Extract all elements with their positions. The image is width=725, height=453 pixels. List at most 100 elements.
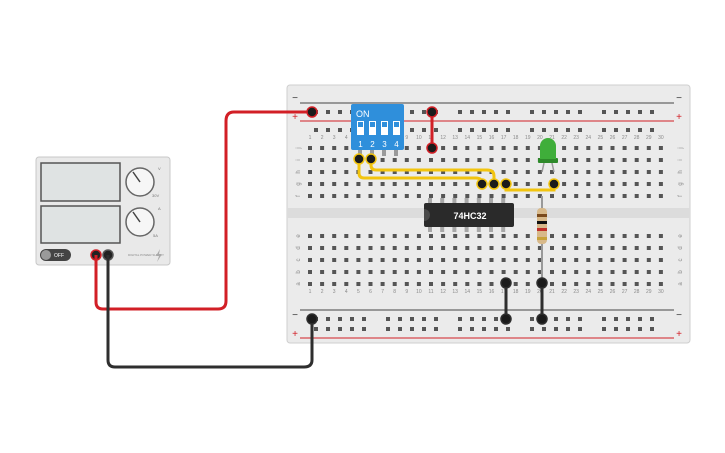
breadboard-hole[interactable] — [320, 158, 325, 162]
breadboard-hole[interactable] — [513, 246, 518, 250]
breadboard-hole[interactable] — [465, 258, 470, 262]
breadboard-hole[interactable] — [416, 270, 421, 274]
rail-hole[interactable] — [434, 327, 438, 331]
breadboard-hole[interactable] — [574, 182, 579, 186]
breadboard-hole[interactable] — [658, 194, 663, 198]
wire-end[interactable] — [476, 178, 488, 190]
breadboard-hole[interactable] — [332, 246, 337, 250]
breadboard-hole[interactable] — [453, 170, 458, 174]
breadboard-hole[interactable] — [344, 246, 349, 250]
breadboard-hole[interactable] — [320, 170, 325, 174]
breadboard-hole[interactable] — [356, 234, 361, 238]
breadboard-hole[interactable] — [634, 158, 639, 162]
breadboard-hole[interactable] — [332, 194, 337, 198]
breadboard-hole[interactable] — [404, 282, 409, 286]
rail-hole[interactable] — [482, 128, 486, 132]
power-supply[interactable]: V 30V A 5A OFF DIGITAL POWER SUPPLY — [35, 156, 171, 266]
breadboard-hole[interactable] — [416, 258, 421, 262]
wire-end[interactable] — [548, 178, 560, 190]
rail-hole[interactable] — [494, 317, 498, 321]
breadboard-hole[interactable] — [392, 258, 397, 262]
breadboard-hole[interactable] — [513, 158, 518, 162]
breadboard-hole[interactable] — [646, 194, 651, 198]
breadboard-hole[interactable] — [416, 170, 421, 174]
breadboard-hole[interactable] — [344, 170, 349, 174]
breadboard-hole[interactable] — [332, 170, 337, 174]
breadboard-hole[interactable] — [550, 170, 554, 174]
breadboard-hole[interactable] — [586, 146, 591, 150]
wire-end[interactable] — [536, 277, 548, 289]
breadboard-hole[interactable] — [574, 258, 579, 262]
rail-hole[interactable] — [542, 128, 546, 132]
breadboard-hole[interactable] — [416, 182, 421, 186]
breadboard-hole[interactable] — [622, 146, 627, 150]
breadboard-hole[interactable] — [550, 282, 554, 286]
breadboard-hole[interactable] — [489, 146, 494, 150]
wire-end[interactable] — [500, 178, 512, 190]
breadboard-hole[interactable] — [574, 246, 579, 250]
breadboard-hole[interactable] — [501, 170, 506, 174]
breadboard-hole[interactable] — [550, 258, 554, 262]
breadboard-hole[interactable] — [525, 158, 530, 162]
led-green[interactable] — [538, 138, 558, 173]
wire-red-supply-positive[interactable] — [94, 110, 312, 311]
breadboard-hole[interactable] — [453, 282, 458, 286]
resistor[interactable] — [537, 196, 547, 283]
breadboard-hole[interactable] — [392, 282, 397, 286]
breadboard-hole[interactable] — [513, 194, 518, 198]
breadboard-hole[interactable] — [658, 282, 663, 286]
breadboard-hole[interactable] — [513, 182, 518, 186]
breadboard-hole[interactable] — [477, 170, 482, 174]
breadboard-hole[interactable] — [344, 146, 349, 150]
breadboard-hole[interactable] — [513, 146, 518, 150]
breadboard-hole[interactable] — [441, 158, 446, 162]
breadboard-hole[interactable] — [368, 270, 373, 274]
breadboard-hole[interactable] — [453, 182, 458, 186]
breadboard-hole[interactable] — [537, 170, 542, 174]
rail-hole[interactable] — [602, 327, 606, 331]
breadboard-hole[interactable] — [429, 234, 433, 238]
breadboard-hole[interactable] — [308, 194, 312, 198]
breadboard-hole[interactable] — [610, 146, 615, 150]
rail-hole[interactable] — [494, 128, 498, 132]
breadboard-hole[interactable] — [380, 182, 385, 186]
breadboard-hole[interactable] — [429, 170, 433, 174]
breadboard-hole[interactable] — [489, 270, 494, 274]
breadboard-hole[interactable] — [356, 194, 361, 198]
breadboard-hole[interactable] — [598, 282, 603, 286]
rail-hole[interactable] — [398, 327, 402, 331]
breadboard-hole[interactable] — [622, 246, 627, 250]
breadboard-hole[interactable] — [489, 234, 494, 238]
breadboard-hole[interactable] — [634, 246, 639, 250]
rail-hole[interactable] — [458, 327, 462, 331]
breadboard-hole[interactable] — [562, 258, 567, 262]
rail-hole[interactable] — [638, 110, 642, 114]
breadboard-hole[interactable] — [598, 158, 603, 162]
rail-hole[interactable] — [542, 327, 546, 331]
rail-hole[interactable] — [614, 317, 618, 321]
rail-hole[interactable] — [338, 128, 342, 132]
breadboard-hole[interactable] — [489, 258, 494, 262]
rail-hole[interactable] — [554, 327, 558, 331]
wire-end[interactable] — [500, 277, 512, 289]
breadboard-hole[interactable] — [610, 182, 615, 186]
breadboard-hole[interactable] — [332, 270, 337, 274]
breadboard-hole[interactable] — [392, 194, 397, 198]
breadboard-hole[interactable] — [634, 234, 639, 238]
breadboard-hole[interactable] — [368, 194, 373, 198]
breadboard-hole[interactable] — [332, 158, 337, 162]
rail-hole[interactable] — [578, 128, 582, 132]
breadboard-hole[interactable] — [562, 234, 567, 238]
breadboard-hole[interactable] — [586, 282, 591, 286]
breadboard-hole[interactable] — [610, 170, 615, 174]
breadboard-hole[interactable] — [465, 158, 470, 162]
rail-hole[interactable] — [326, 128, 330, 132]
breadboard-hole[interactable] — [392, 158, 397, 162]
breadboard-hole[interactable] — [537, 270, 542, 274]
rail-hole[interactable] — [638, 128, 642, 132]
breadboard-hole[interactable] — [344, 282, 349, 286]
breadboard-hole[interactable] — [550, 246, 554, 250]
breadboard-hole[interactable] — [416, 158, 421, 162]
breadboard-hole[interactable] — [622, 258, 627, 262]
